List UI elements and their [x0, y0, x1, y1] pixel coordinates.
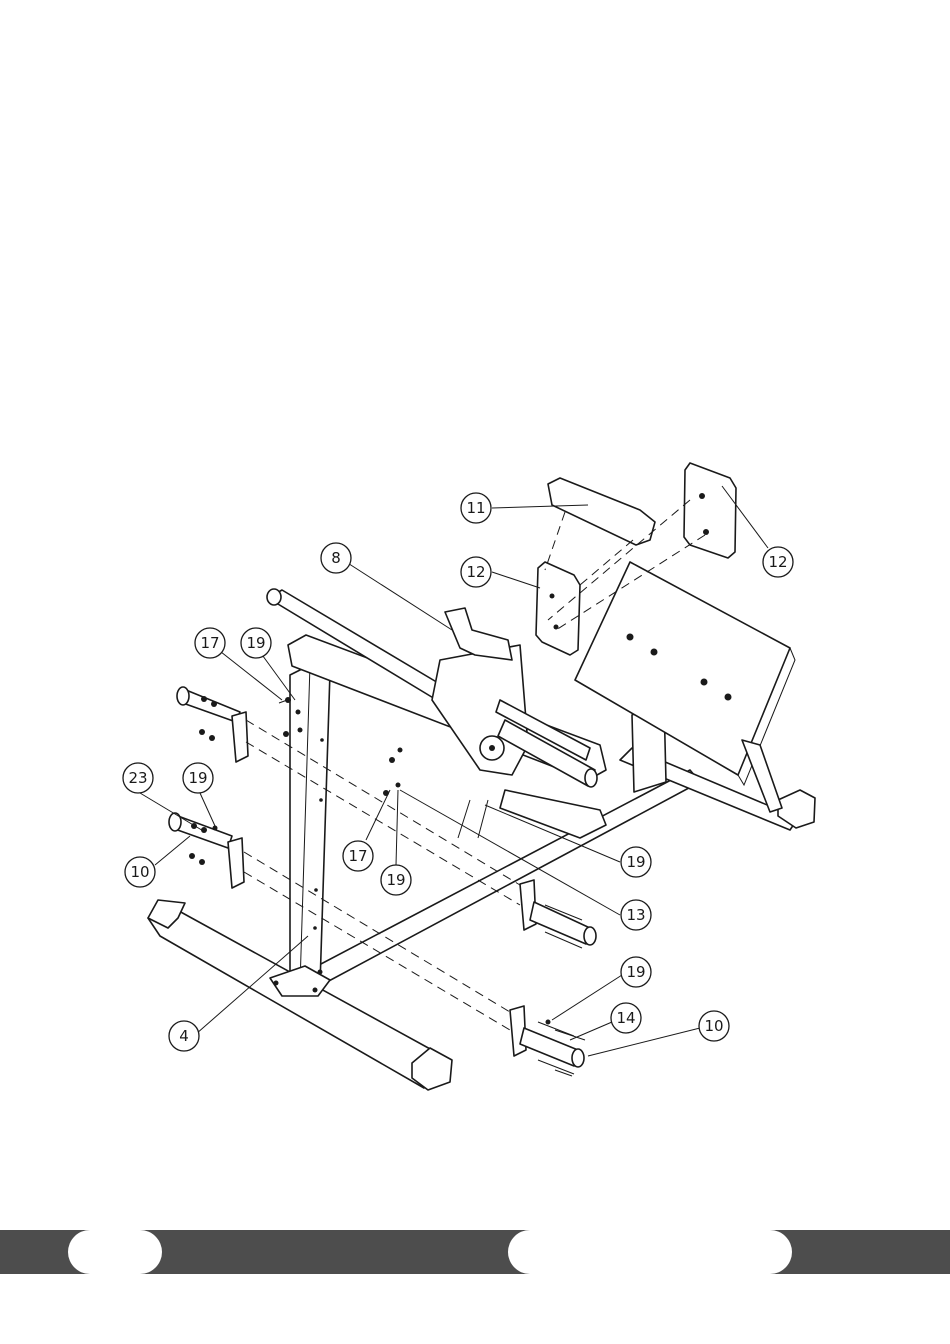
callout-13: 13 [621, 900, 651, 930]
svg-text:19: 19 [626, 963, 645, 981]
svg-text:17: 17 [348, 847, 367, 865]
svg-text:19: 19 [188, 769, 207, 787]
svg-text:19: 19 [626, 853, 645, 871]
footer-page-number-pill [68, 1230, 162, 1274]
callout-17-middle: 17 [343, 841, 373, 871]
svg-text:14: 14 [616, 1009, 635, 1027]
svg-text:13: 13 [626, 906, 645, 924]
svg-text:11: 11 [466, 499, 485, 517]
callout-12-left: 12 [461, 557, 491, 587]
callout-19-right-lower: 19 [621, 957, 651, 987]
callout-23: 23 [123, 763, 153, 793]
svg-text:23: 23 [128, 769, 147, 787]
callout-19-top: 19 [241, 628, 271, 658]
svg-text:12: 12 [466, 563, 485, 581]
callout-12-right: 12 [763, 547, 793, 577]
callout-10-left: 10 [125, 857, 155, 887]
svg-text:12: 12 [768, 553, 787, 571]
footer-section-pill [508, 1230, 792, 1274]
callout-11: 11 [461, 493, 491, 523]
svg-text:17: 17 [200, 634, 219, 652]
svg-text:19: 19 [246, 634, 265, 652]
svg-text:10: 10 [704, 1017, 723, 1035]
svg-text:4: 4 [179, 1027, 189, 1045]
callout-10-right: 10 [699, 1011, 729, 1041]
svg-text:8: 8 [331, 549, 341, 567]
callout-19-right-upper: 19 [621, 847, 651, 877]
callout-19-middle: 19 [381, 865, 411, 895]
callout-8: 8 [321, 543, 351, 573]
callout-19-left: 19 [183, 763, 213, 793]
svg-text:10: 10 [130, 863, 149, 881]
callout-4: 4 [169, 1021, 199, 1051]
callout-17-top: 17 [195, 628, 225, 658]
svg-text:19: 19 [386, 871, 405, 889]
callout-14: 14 [611, 1003, 641, 1033]
